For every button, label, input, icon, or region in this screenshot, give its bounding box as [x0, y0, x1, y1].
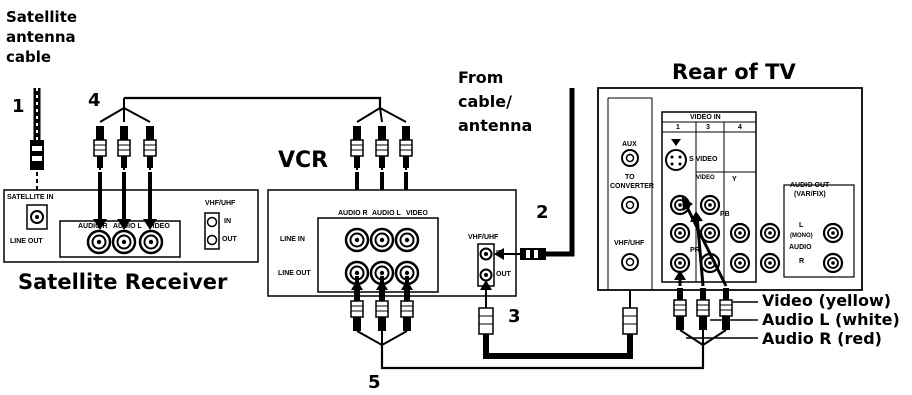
satellite-cable-label-2: antenna: [6, 28, 76, 46]
step-5-label: 5: [368, 372, 381, 393]
tv-s-video-text: S VIDEO: [689, 156, 718, 163]
receiver-out-text: OUT: [222, 236, 237, 243]
cable-5: [350, 276, 727, 370]
video-yellow-label: Video (yellow): [762, 291, 892, 310]
tv-col3-text: 3: [706, 124, 710, 131]
step-3-label: 3: [508, 306, 521, 327]
step-4-label: 4: [88, 90, 101, 111]
receiver-video-text: VIDEO: [148, 223, 170, 230]
tv-to-text: TO: [625, 174, 635, 181]
tv-var-fix-text: (VAR/FIX): [794, 191, 826, 198]
satellite-receiver-panel: [3, 189, 259, 263]
receiver-audio-l-text: AUDIO L: [113, 223, 142, 230]
audio-r-red-label: Audio R (red): [762, 329, 882, 348]
vcr-line-out-text: LINE OUT: [278, 270, 311, 277]
tv-col4-text: 4: [738, 124, 742, 131]
tv-audio-text: AUDIO: [789, 244, 812, 251]
receiver-vhf-uhf-text: VHF/UHF: [205, 200, 236, 207]
satellite-cable-label-3: cable: [6, 48, 52, 66]
tv-col1-text: 1: [676, 124, 680, 131]
tv-av-cables: [673, 197, 758, 339]
vcr-panel: [267, 189, 517, 297]
rear-of-tv-title: Rear of TV: [672, 60, 796, 84]
tv-pr-text: PR: [690, 247, 700, 254]
tv-video-small-text: VIDEO: [696, 175, 715, 181]
satellite-cable-label-1: Satellite: [6, 8, 78, 26]
vcr-vhf-uhf-text: VHF/UHF: [468, 234, 499, 241]
vcr-title: VCR: [278, 148, 329, 173]
cable-3: [478, 270, 638, 359]
tv-aux-text: AUX: [622, 141, 637, 148]
receiver-line-out-text: LINE OUT: [10, 238, 43, 245]
from-cable-label-3: antenna: [458, 116, 533, 135]
tv-r-text: R: [799, 258, 805, 265]
step-1-label: 1: [12, 96, 25, 117]
receiver-satellite-in-text: SATELLITE IN: [7, 194, 54, 201]
tv-audio-out-text: AUDIO OUT: [790, 182, 830, 189]
tv-video-in-text: VIDEO IN: [690, 114, 721, 121]
tv-l-text: L: [799, 222, 804, 229]
tv-y-text: Y: [732, 176, 737, 183]
receiver-audio-r-text: AUDIO R: [78, 223, 108, 230]
receiver-in-text: IN: [224, 218, 231, 225]
cable-2: [494, 88, 575, 260]
vcr-in-text: IN: [496, 250, 503, 257]
tv-mono-text: (MONO): [790, 233, 813, 239]
tv-pb-text: PB: [720, 211, 730, 218]
step-2-label: 2: [536, 202, 549, 223]
from-cable-label-1: From: [458, 68, 504, 87]
audio-l-white-label: Audio L (white): [762, 310, 900, 329]
vcr-line-in-text: LINE IN: [280, 236, 305, 243]
from-cable-label-2: cable/: [458, 92, 512, 111]
vcr-audio-r-text: AUDIO R: [338, 210, 368, 217]
tv-vhf-uhf-text: VHF/UHF: [614, 240, 645, 247]
tv-converter-text: CONVERTER: [610, 183, 654, 190]
vcr-out-text: OUT: [496, 271, 511, 278]
satellite-receiver-title: Satellite Receiver: [18, 270, 228, 294]
vcr-audio-l-text: AUDIO L: [372, 210, 401, 217]
vcr-video-text: VIDEO: [406, 210, 428, 217]
